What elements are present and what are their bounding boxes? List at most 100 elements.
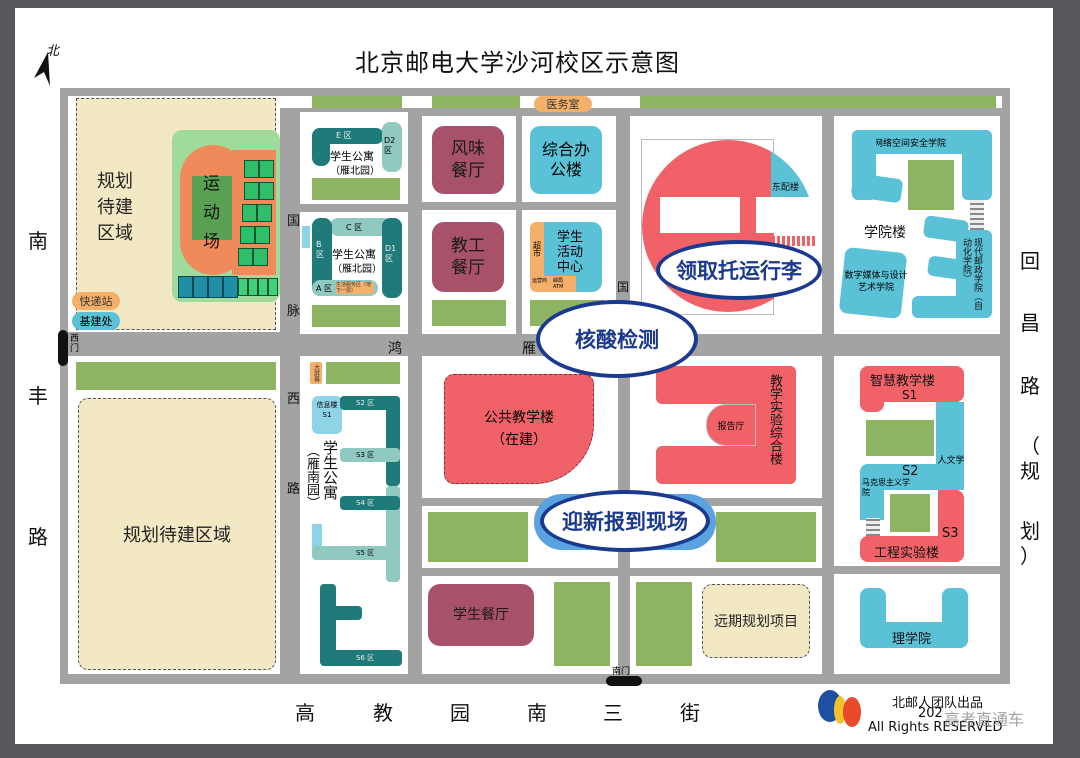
tennis-court (223, 276, 238, 298)
dorm-zone-c (330, 218, 392, 236)
tennis-court (208, 276, 223, 298)
lawn (76, 362, 276, 390)
stairs-icon (970, 200, 984, 230)
dorm-zone-d1 (382, 218, 402, 298)
road-label: 西 (287, 392, 301, 407)
court (244, 160, 259, 178)
digital-media-label: 数字媒体与设计艺术学院 (844, 271, 908, 293)
credits-rights: All Rights RESERVED (868, 720, 1003, 735)
service-area: 生活服务区（地下一层） (336, 282, 374, 294)
court (253, 248, 268, 266)
road-label: 雁 (522, 341, 536, 357)
flavor-dining: 风味餐厅 (432, 126, 504, 194)
dorm-zone-c-label: C 区 (346, 223, 363, 232)
science-label: 理学院 (892, 632, 932, 647)
compass: 北 (32, 40, 66, 86)
street-west: 南 丰 路 (28, 229, 48, 549)
south-gate-label: 南门 (612, 667, 631, 677)
smart-teaching-wing (860, 366, 884, 412)
dorm-zone-s5 (312, 546, 400, 560)
dorm-zone-e (312, 128, 384, 144)
lawn (866, 420, 934, 456)
s3-label: S3 (942, 526, 959, 541)
post-atm-label: 邮局 ATM (553, 278, 564, 290)
stadium-label: 运动场 (199, 174, 219, 261)
cyber-security-label: 网络空间安全学院 (874, 139, 947, 149)
dorm-zone-s3-label: S3 区 (356, 451, 375, 459)
big-screen: 大屏幕 (310, 362, 322, 384)
lawn (908, 160, 954, 210)
road-label: 国 (617, 280, 630, 294)
auditorium: 报告厅 (706, 404, 756, 446)
engineering-lab-base (860, 536, 964, 562)
north-arrow-icon (34, 52, 50, 86)
lawn (326, 362, 400, 384)
dorm-south-name: 学生公寓 (321, 440, 339, 500)
lawn (640, 96, 996, 108)
court (259, 160, 274, 178)
science-wing-east (942, 588, 968, 648)
credits-year: 202 (918, 706, 943, 721)
court (259, 182, 274, 200)
dorm-zone-d2 (382, 122, 402, 172)
tennis-court (178, 276, 193, 298)
express-station: 快递站 (72, 292, 120, 310)
map-title: 北京邮电大学沙河校区示意图 (355, 49, 680, 77)
dorm-zone-s3 (340, 448, 400, 462)
admin-building: 综合办公楼 (530, 126, 602, 194)
dorm-zone-s5-label: S5 区 (356, 549, 375, 557)
engineering-lab-label: 工程实验楼 (874, 546, 940, 561)
marxism-label: 马克思主义学院 (862, 478, 910, 497)
dorm-zone-s6 (320, 584, 336, 664)
lawn (432, 96, 520, 108)
court (238, 278, 248, 296)
dorm-zone-s6-base (320, 650, 402, 666)
modern-post-label: 现代邮政学院（自动化学院） (961, 238, 982, 310)
dorm-south-sub: （雁南园） (304, 444, 319, 509)
activity-center-label: 学生活动中心 (556, 230, 583, 275)
court (258, 278, 268, 296)
public-teaching-building: 公共教学楼 （在建） (444, 374, 594, 484)
infrastructure-office: 基建处 (72, 312, 120, 330)
lab-complex-label: 教学实验综合楼 (767, 374, 782, 465)
dorm-north-upper-name: 学生公寓 (330, 150, 374, 163)
lawn (636, 582, 692, 666)
dorm-zone-b-label: B 区 (316, 240, 324, 259)
marxism-college (860, 464, 884, 520)
road-label: 路 (287, 482, 301, 497)
court (238, 248, 253, 266)
court (268, 278, 278, 296)
callout-nucleic-test: 核酸检测 (536, 300, 698, 378)
court (242, 204, 257, 222)
dorm-zone-b (312, 218, 332, 296)
lawn (432, 300, 506, 326)
bupt-logo-icon (818, 690, 861, 727)
dorm-zone-s6-arm (320, 606, 362, 620)
court (248, 278, 258, 296)
dorm-north-lower-sub: （雁北园） (332, 264, 382, 275)
info-building-s1: 信息楼 S1 (312, 396, 342, 434)
dorm-zone-d2-label: D2 区 (384, 136, 396, 155)
credits-producer: 北邮人团队出品 (892, 696, 984, 711)
modern-post-wing-3 (912, 296, 982, 318)
science-wing-west (860, 588, 886, 648)
dorm-zone-s4 (340, 496, 400, 510)
lab-complex-bottom (656, 446, 796, 484)
callout-luggage: 领取托运行李 (656, 240, 822, 300)
east-annex-label: 东配楼 (772, 183, 800, 193)
street-south: 高 教 园 南 三 街 (295, 701, 700, 725)
football-field (192, 176, 232, 240)
lawn (554, 582, 610, 666)
tennis-court (193, 276, 208, 298)
road-label: 国 (287, 214, 301, 229)
court (244, 182, 259, 200)
clinic: 医务室 (534, 96, 592, 112)
road-label: 鸿 (388, 341, 402, 357)
dorm-spine (386, 396, 400, 486)
lawn (890, 494, 930, 532)
card-office-south (312, 524, 322, 548)
street-east: 回 昌 路 （ 规 划 ） (1020, 249, 1040, 568)
planned-area-sw: 规划待建区域 (78, 398, 276, 670)
court (257, 204, 272, 222)
student-dining: 学生餐厅 (428, 584, 534, 646)
